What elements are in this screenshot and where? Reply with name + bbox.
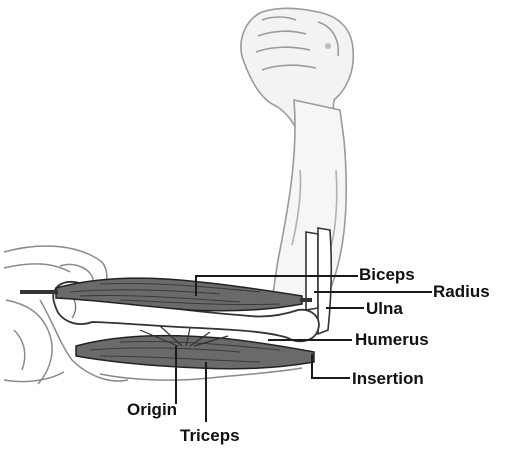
insertion-label: Insertion [352,370,424,387]
origin-label: Origin [127,401,177,418]
biceps-label: Biceps [359,266,415,283]
ulna-bone [318,228,331,334]
triceps-label: Triceps [180,427,240,444]
radius-label: Radius [433,283,490,300]
humerus-label: Humerus [355,331,429,348]
ulna-label: Ulna [366,300,403,317]
insertion-leader [312,354,350,378]
